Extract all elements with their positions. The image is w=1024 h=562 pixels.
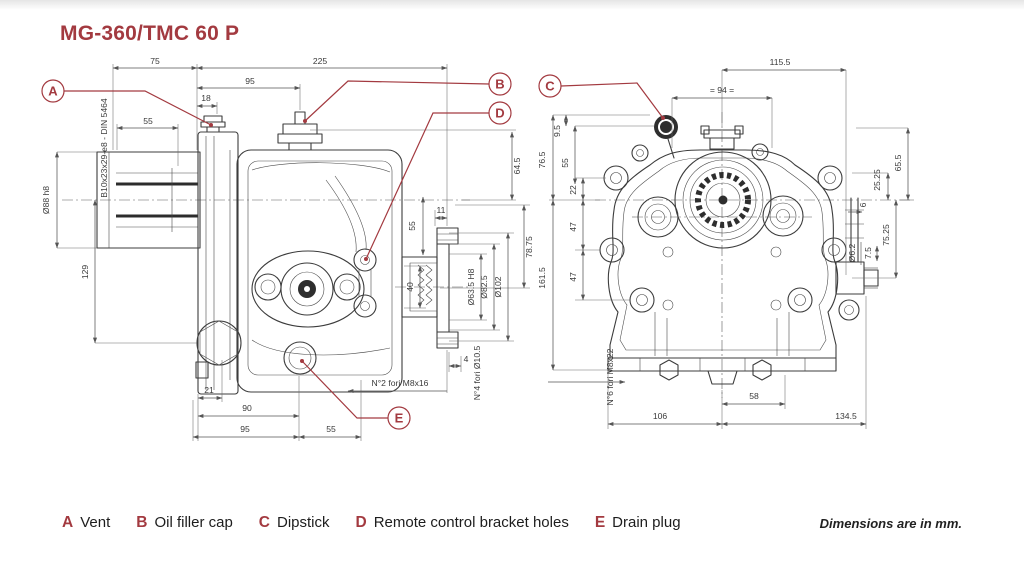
callout-circle-d	[488, 101, 512, 125]
dim-47b: 47	[568, 272, 578, 282]
output-flange	[401, 227, 459, 349]
callout-d: D	[495, 106, 504, 121]
dim-18: 18	[201, 93, 211, 103]
legend-item-drain-plug: E Drain plug	[595, 514, 681, 532]
input-shaft	[96, 151, 201, 249]
dim-75: 75	[150, 56, 160, 66]
dim-47a: 47	[568, 222, 578, 232]
centerlines	[62, 199, 470, 288]
dipstick-drawing	[654, 115, 678, 159]
legend-label-oil-filler-cap: Oil filler cap	[154, 514, 233, 531]
dim-40: 40	[405, 282, 415, 292]
units-note: Dimensions are in mm.	[819, 516, 962, 531]
callout-c: C	[545, 79, 555, 94]
label-holes4: N°4 fori Ø10.5	[472, 346, 482, 401]
page-title: MG-360/TMC 60 P	[60, 22, 240, 45]
dim-106: 106	[653, 411, 668, 421]
dim-55-left: 55	[143, 116, 153, 126]
bell-housing	[197, 131, 239, 395]
dim-65-5: 65.5	[893, 154, 903, 171]
dim-21: 21	[204, 385, 214, 395]
dim-90: 90	[242, 403, 252, 413]
legend-key-d: D	[355, 514, 367, 531]
legend-key-b: B	[136, 514, 148, 531]
dim-78-75: 78.75	[524, 236, 534, 258]
dim-76-5: 76.5	[537, 151, 547, 168]
dim-225: 225	[313, 56, 328, 66]
rear-dimension-lines	[548, 67, 914, 429]
dim-58: 58	[749, 391, 759, 401]
dim-4: 4	[464, 354, 469, 364]
gear-housing	[236, 149, 403, 393]
dim-129: 129	[80, 265, 90, 280]
callout-circle-c	[538, 74, 562, 98]
dim-6: 6	[858, 202, 868, 207]
side-dimension-labels: 75 225 95 18 55 B10x23x29-e8 - DIN 5464 …	[41, 56, 534, 434]
drain-plug-drawing	[283, 341, 317, 375]
bolt-bosses	[599, 143, 847, 381]
dim-55-bot: 55	[326, 424, 336, 434]
dim-spline-spec: B10x23x29-e8 - DIN 5464	[99, 98, 109, 198]
label-holes2: N°2 fori M8x16	[372, 378, 429, 388]
dim-64-5: 64.5	[512, 157, 522, 174]
side-view: 75 225 95 18 55 B10x23x29-e8 - DIN 5464 …	[41, 56, 534, 441]
dim-shaft-dia: Ø88 h8	[41, 186, 51, 214]
legend-item-remote-bracket: D Remote control bracket holes	[356, 514, 569, 532]
legend-label-drain-plug: Drain plug	[612, 514, 681, 531]
dim-55-rear: 55	[560, 158, 570, 168]
dim-134-5: 134.5	[835, 411, 857, 421]
legend: A Vent B Oil filler cap C Dipstick D Rem…	[62, 514, 681, 532]
dim-82-5: Ø82.5	[479, 275, 489, 299]
dim-22: 22	[568, 185, 578, 195]
callout-a: A	[48, 84, 58, 99]
dim-25-25: 25.25	[872, 169, 882, 191]
dim-75-25: 75.25	[881, 224, 891, 246]
legend-item-dipstick: C Dipstick	[259, 514, 330, 532]
legend-label-dipstick: Dipstick	[277, 514, 330, 531]
legend-item-vent: A Vent	[62, 514, 110, 532]
callout-circle-e	[387, 406, 411, 430]
callout-circle-a	[41, 79, 65, 103]
legend-label-remote-bracket: Remote control bracket holes	[373, 514, 569, 531]
vent-plug-drawing	[200, 115, 232, 133]
rear-dimension-labels: 115.5 = 94 = 76.5 9.5 55 22 47 47 161.5 …	[537, 57, 903, 421]
dim-95-bot: 95	[240, 424, 250, 434]
dim-161-5: 161.5	[537, 267, 547, 289]
label-holes6: N°6 fori M8x22	[605, 348, 615, 405]
side-dimension-lines	[54, 64, 530, 441]
dim-115-5: 115.5	[770, 57, 791, 67]
legend-key-a: A	[62, 514, 74, 531]
callouts: A B D C E	[41, 72, 665, 430]
dim-6-2: Ø6.2	[847, 243, 857, 262]
housing-shell	[607, 149, 839, 385]
dim-63-5: Ø63.5 H8	[466, 268, 476, 305]
legend-label-vent: Vent	[80, 514, 111, 531]
legend-item-oil-filler-cap: B Oil filler cap	[136, 514, 233, 532]
dim-55-mid: 55	[407, 221, 417, 231]
legend-key-e: E	[594, 514, 606, 531]
oil-filler-cap-drawing	[277, 111, 323, 151]
dim-11: 11	[437, 205, 446, 215]
dim-9-5: 9.5	[552, 125, 562, 137]
callout-circle-b	[488, 72, 512, 96]
dim-102: Ø102	[493, 276, 503, 297]
dim-94: = 94 =	[710, 85, 734, 95]
dim-7-5: 7.5	[863, 247, 873, 259]
legend-key-c: C	[258, 514, 270, 531]
pto-cluster	[251, 248, 377, 328]
callout-b: B	[495, 77, 504, 92]
dim-95-top: 95	[245, 76, 255, 86]
top-cap-drawing	[700, 125, 744, 150]
rear-view: 115.5 = 94 = 76.5 9.5 55 22 47 47 161.5 …	[537, 57, 914, 429]
pto-cover-boss	[195, 320, 242, 379]
side-bore-circles	[637, 195, 804, 238]
callout-e: E	[395, 411, 404, 426]
